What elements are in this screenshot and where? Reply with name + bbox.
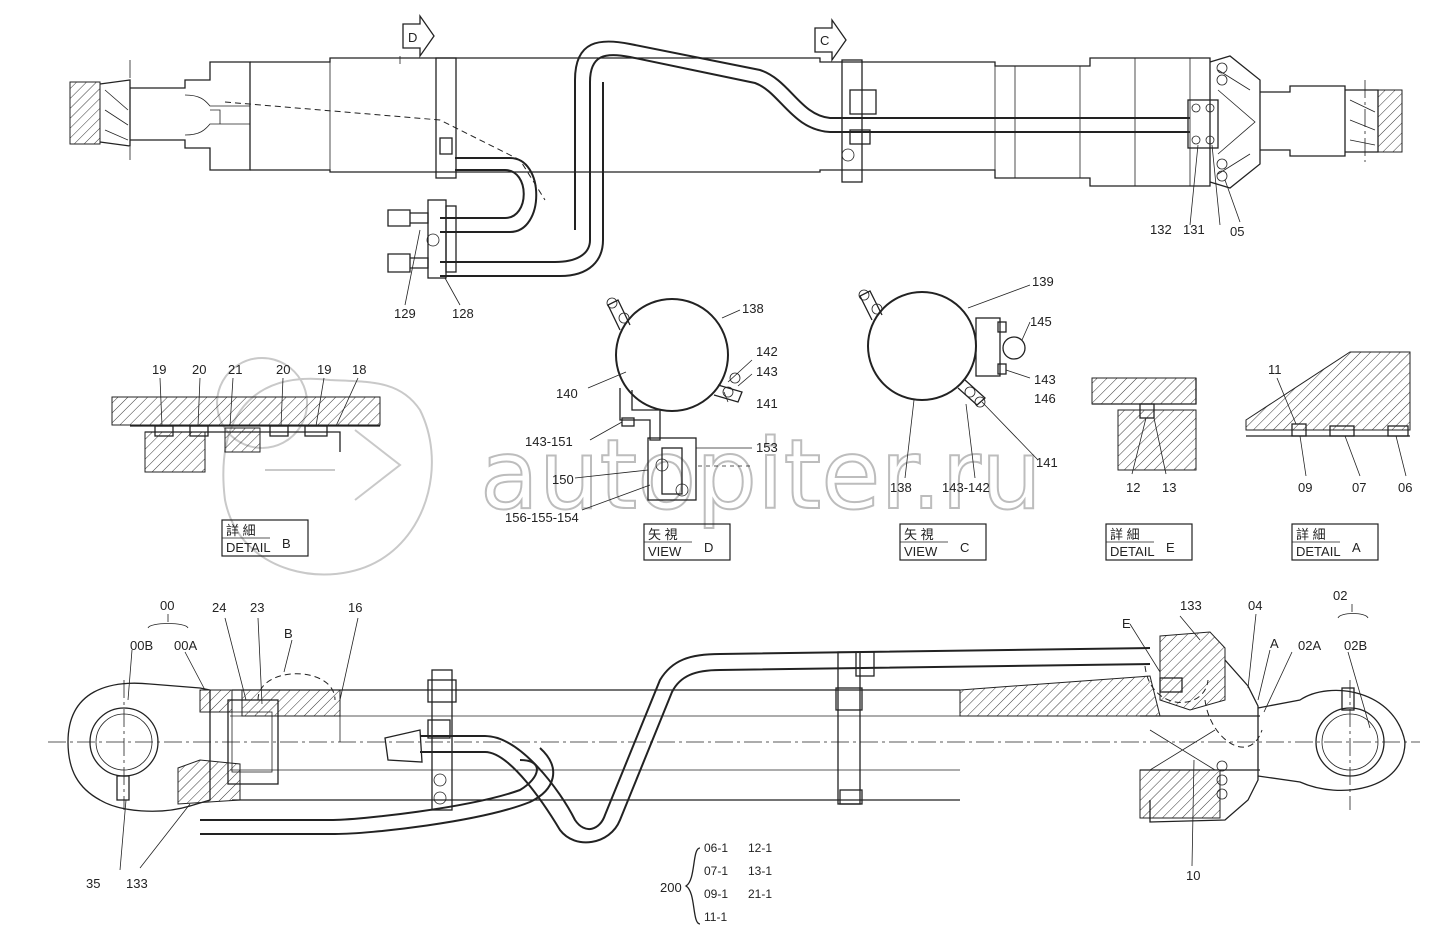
kit-item-09: 09-1 <box>704 887 728 901</box>
view-d-callout-138: 138 <box>742 301 764 316</box>
detail-a-letter: A <box>1352 540 1361 555</box>
kit-item-06: 06-1 <box>704 841 728 855</box>
top-left-cap <box>69 81 101 145</box>
view-c-title-en: VIEW <box>904 544 938 559</box>
callout-00: 00 <box>160 598 174 613</box>
detail-e-letter: E <box>1166 540 1175 555</box>
view-d-title-jp: 矢 視 <box>648 527 678 542</box>
callout-05: 05 <box>1230 224 1244 239</box>
view-d: 138 142 143 141 140 143-151 153 150 156-… <box>505 297 778 561</box>
detail-b-letter: B <box>282 536 291 551</box>
view-c-callout-138: 138 <box>890 480 912 495</box>
view-arrow-c-label: C <box>820 33 829 48</box>
watermark-text: autopiter.ru <box>480 419 1042 531</box>
callout-00a: 00A <box>174 638 197 653</box>
detail-a-callout-06: 06 <box>1398 480 1412 495</box>
view-d-callout-143: 143 <box>756 364 778 379</box>
top-right-cap <box>1377 89 1403 153</box>
callout-02b: 02B <box>1344 638 1367 653</box>
callout-00b: 00B <box>130 638 153 653</box>
kit-item-21: 21-1 <box>748 887 772 901</box>
view-c-callout-145: 145 <box>1030 314 1052 329</box>
callout-02: 02 <box>1333 588 1347 603</box>
callout-24: 24 <box>212 600 226 615</box>
detail-b-callout-20b: 20 <box>276 362 290 377</box>
callout-10: 10 <box>1186 868 1200 883</box>
callout-35: 35 <box>86 876 100 891</box>
detail-e-title-jp: 詳 細 <box>1110 527 1140 542</box>
callout-133-top: 133 <box>1180 598 1202 613</box>
callout-23: 23 <box>250 600 264 615</box>
detail-e-title-en: DETAIL <box>1110 544 1155 559</box>
callout-02a: 02A <box>1298 638 1321 653</box>
view-c-callout-143: 143 <box>1034 372 1056 387</box>
callout-e: E <box>1122 616 1131 631</box>
watermark: autopiter.ru <box>216 357 1043 576</box>
view-d-callout-141: 141 <box>756 396 778 411</box>
detail-a-callout-09: 09 <box>1298 480 1312 495</box>
view-arrow-c: C <box>814 17 847 63</box>
detail-b-callout-19: 19 <box>152 362 166 377</box>
detail-a-title-jp: 詳 細 <box>1296 527 1326 542</box>
view-c-title-jp: 矢 視 <box>904 527 934 542</box>
kit-item-11: 11-1 <box>704 910 727 924</box>
view-c-callout-139: 139 <box>1032 274 1054 289</box>
detail-b-callout-20: 20 <box>192 362 206 377</box>
callout-a: A <box>1270 636 1279 651</box>
detail-b-callout-21: 21 <box>228 362 242 377</box>
kit-200-list: 200 06-1 12-1 07-1 13-1 09-1 21-1 11-1 <box>660 841 772 925</box>
callout-04: 04 <box>1248 598 1262 613</box>
detail-a-callout-11: 11 <box>1268 362 1282 377</box>
kit-item-07: 07-1 <box>704 864 728 878</box>
callout-132: 132 <box>1150 222 1172 237</box>
callout-131: 131 <box>1183 222 1205 237</box>
detail-a-title-en: DETAIL <box>1296 544 1341 559</box>
detail-b-callout-18: 18 <box>352 362 366 377</box>
detail-b-title-en: DETAIL <box>226 540 271 555</box>
callout-133-bottom: 133 <box>126 876 148 891</box>
detail-a-callout-07: 07 <box>1352 480 1366 495</box>
kit-item-12: 12-1 <box>748 841 772 855</box>
view-d-callout-140: 140 <box>556 386 578 401</box>
view-c-callout-143-142: 143-142 <box>942 480 990 495</box>
detail-b: 19 20 21 20 19 18 詳 細 DETAIL B <box>111 362 381 557</box>
detail-e: 12 13 詳 細 DETAIL E <box>1091 377 1197 561</box>
view-d-callout-156-155-154: 156-155-154 <box>505 510 579 525</box>
view-c-letter: C <box>960 540 969 555</box>
detail-a: 11 09 07 06 詳 細 DETAIL A <box>1245 351 1412 561</box>
view-arrow-d-label: D <box>408 30 417 45</box>
view-c-callout-141: 141 <box>1036 455 1058 470</box>
detail-e-callout-13: 13 <box>1162 480 1176 495</box>
view-arrow-d: D <box>399 13 435 64</box>
view-d-callout-153: 153 <box>756 440 778 455</box>
detail-b-title-jp: 詳 細 <box>226 523 256 538</box>
callout-128: 128 <box>452 306 474 321</box>
detail-e-callout-12: 12 <box>1126 480 1140 495</box>
view-d-title-en: VIEW <box>648 544 682 559</box>
view-c-callout-146: 146 <box>1034 391 1056 406</box>
bottom-cylinder-assembly: 00 00B 00A 24 23 B 16 133 04 02 02A 02B … <box>48 588 1420 891</box>
view-d-callout-142: 142 <box>756 344 778 359</box>
top-cylinder-assembly: 132 131 05 129 128 <box>69 40 1403 321</box>
callout-b: B <box>284 626 293 641</box>
callout-16: 16 <box>348 600 362 615</box>
view-d-letter: D <box>704 540 713 555</box>
view-c: 139 145 143 146 141 138 143-142 矢 視 VIEW… <box>858 274 1058 561</box>
kit-item-13: 13-1 <box>748 864 772 878</box>
callout-129: 129 <box>394 306 416 321</box>
detail-b-callout-19b: 19 <box>317 362 331 377</box>
kit-label: 200 <box>660 880 682 895</box>
view-d-callout-143-151: 143-151 <box>525 434 573 449</box>
view-d-callout-150: 150 <box>552 472 574 487</box>
